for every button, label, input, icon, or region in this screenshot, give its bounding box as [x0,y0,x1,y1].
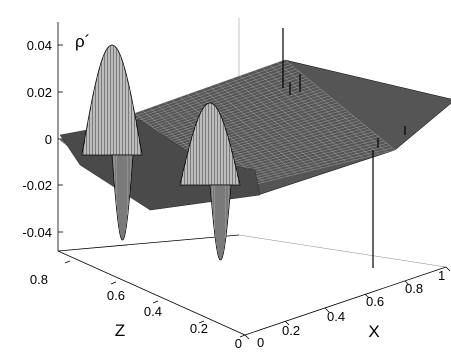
x-axis-label: X [368,322,379,341]
z-tick-label: 0.04 [27,38,52,53]
z-tick-label: -0.04 [22,225,52,240]
floor-edge-left [57,234,240,252]
wave-group [81,44,241,261]
y-tick [64,260,71,264]
x-tick-label: 0.2 [282,323,300,338]
floor-edge-right [238,234,447,268]
x-tick-label: 0.4 [327,309,345,324]
x-tick-marks [244,266,451,340]
y-tick-label: 0.6 [107,288,125,303]
z-tick-labels: 0.04 0.02 0 -0.02 -0.04 [22,38,52,240]
y-tick [198,320,205,324]
x-tick-label: 0 [257,335,264,350]
y-tick-marks [64,260,246,338]
x-tick [284,320,290,326]
y-tick-label: 0.2 [190,321,208,336]
y-axis-label: Z [115,321,125,340]
y-tick-label: 0 [235,336,242,351]
wave-1 [81,44,143,241]
z-axis-label: ρ´ [75,32,90,51]
y-tick [110,281,117,285]
x-tick-label: 0.8 [405,281,423,296]
x-tick [445,266,451,272]
x-tick [244,334,250,340]
y-tick-labels: 0.8 0.6 0.4 0.2 0 [30,272,242,351]
z-tick-label: 0.02 [27,85,52,100]
x-tick-label: 1 [438,268,445,283]
y-tick-label: 0.8 [30,272,48,287]
x-tick [324,307,330,313]
y-tick [152,300,159,304]
x-axis-line [244,266,447,336]
y-tick-label: 0.4 [144,304,162,319]
z-tick-label: -0.02 [22,178,52,193]
wave-2 [179,102,241,261]
spikes [282,28,406,268]
x-tick [364,293,370,299]
axis-box [57,18,447,336]
x-tick-label: 0.6 [366,294,384,309]
y-tick [239,334,246,338]
x-tick-labels: 0 0.2 0.4 0.6 0.8 1 [257,268,445,350]
z-tick-label: 0 [45,132,52,147]
y-axis-line [57,250,246,336]
x-tick [404,280,410,286]
